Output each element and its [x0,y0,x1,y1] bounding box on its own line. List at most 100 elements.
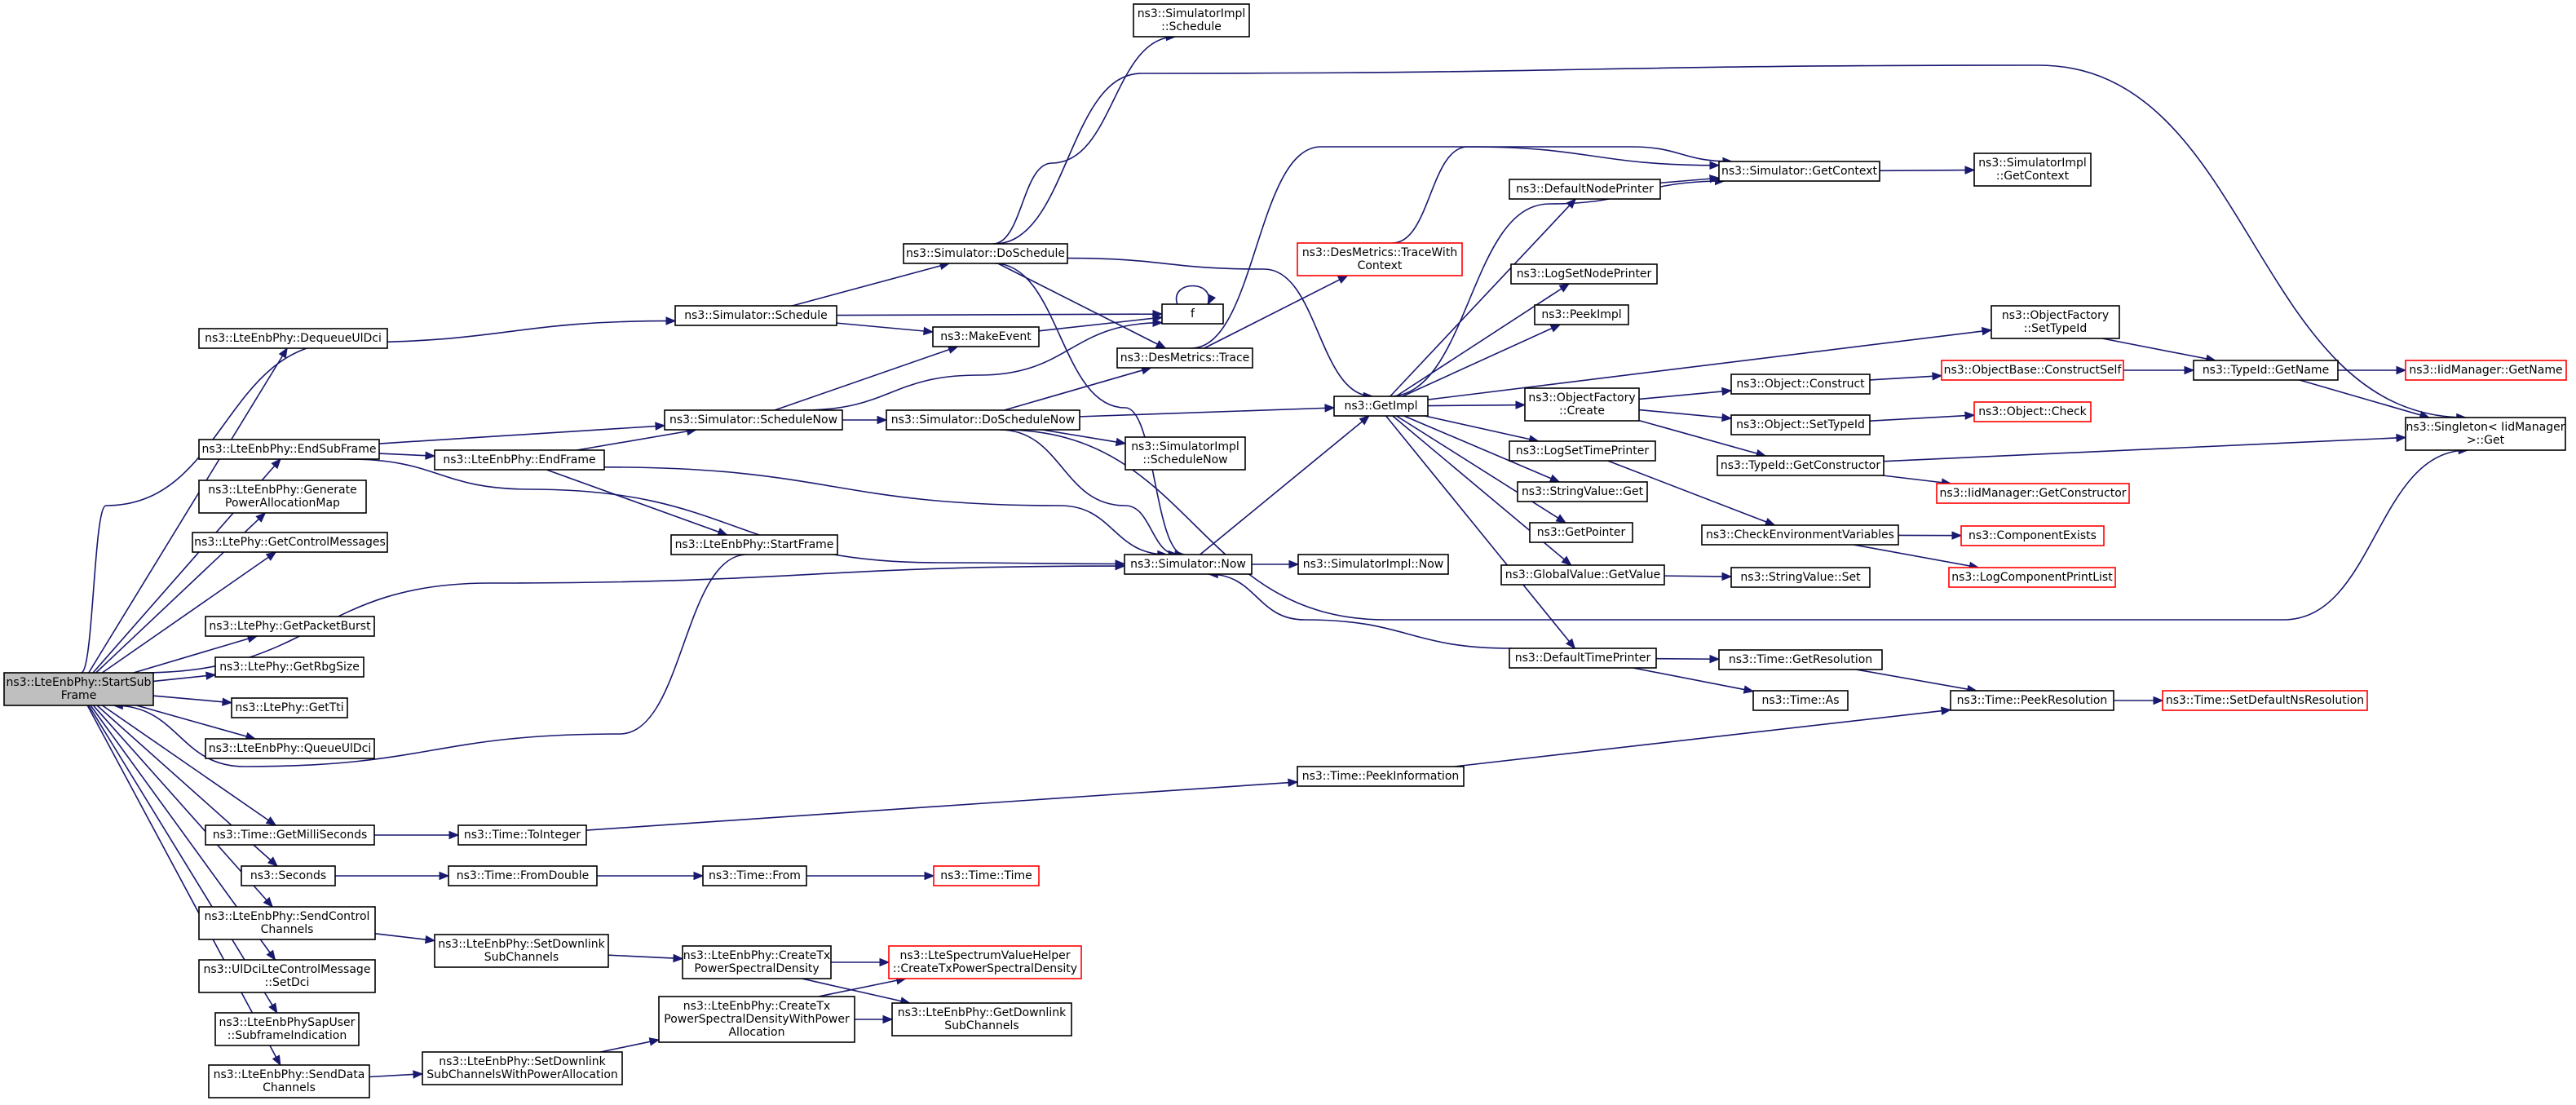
node-peekimpl[interactable]: ns3::PeekImpl [1534,304,1629,325]
node-timetime[interactable]: ns3::Time::Time [933,865,1040,886]
node-dequeue[interactable]: ns3::LteEnbPhy::DequeueUlDci [198,328,388,349]
node-label: ns3::TypeId::GetName [2203,364,2329,377]
node-endframe[interactable]: ns3::LteEnbPhy::EndFrame [434,449,605,471]
node-peekinfo[interactable]: ns3::Time::PeekInformation [1297,766,1465,787]
node-objsettid[interactable]: ns3::Object::SetTypeId [1730,414,1871,435]
node-logsetnode[interactable]: ns3::LogSetNodePrinter [1510,263,1658,285]
node-schedule[interactable]: ns3::Simulator::Schedule [674,305,837,326]
node-gettti[interactable]: ns3::LtePhy::GetTti [231,697,348,718]
node-simimplnow[interactable]: ns3::SimulatorImpl::Now [1297,554,1449,575]
node-constructself[interactable]: ns3::ObjectBase::ConstructSelf [1941,360,2124,381]
node-label: ::SetTypeId [2024,322,2088,335]
node-from[interactable]: ns3::Time::From [702,865,807,886]
node-genpower[interactable]: ns3::LteEnbPhy::GeneratePowerAllocationM… [198,480,367,514]
node-setdci[interactable]: ns3::UlDciLteControlMessage::SetDci [198,959,376,993]
node-getres[interactable]: ns3::Time::GetResolution [1718,649,1883,670]
node-label: >::Get [2467,434,2505,447]
node-getpkt[interactable]: ns3::LtePhy::GetPacketBurst [205,616,375,637]
node-getcontext[interactable]: ns3::Simulator::GetContext [1718,161,1880,182]
edge-toint-to-peekinfo [585,778,1299,831]
node-getpointer[interactable]: ns3::GetPointer [1529,522,1633,543]
node-fromdbl[interactable]: ns3::Time::FromDouble [448,865,598,886]
node-objfsettid[interactable]: ns3::ObjectFactory::SetTypeId [1991,305,2120,339]
edge-line [836,313,1163,316]
node-schednow[interactable]: ns3::Simulator::ScheduleNow [664,409,843,431]
node-desmetrics[interactable]: ns3::DesMetrics::Trace [1116,347,1253,369]
node-box [205,616,375,637]
node-defnode[interactable]: ns3::DefaultNodePrinter [1509,179,1661,200]
node-box [702,865,807,886]
node-iidgetname[interactable]: ns3::IidManager::GetName [2405,360,2567,381]
node-endsub[interactable]: ns3::LteEnbPhy::EndSubFrame [198,439,380,460]
node-getimpl[interactable]: ns3::GetImpl [1333,396,1429,417]
node-objfcreate[interactable]: ns3::ObjectFactory::Create [1524,387,1640,422]
edge-line [1390,198,1576,397]
edge-globalget-to-strvalset [1664,572,1733,581]
edge-sendctrl-to-setdl [374,932,436,944]
edge-f-to-f [1175,285,1217,306]
node-objcheck[interactable]: ns3::Object::Check [1973,401,2092,422]
node-iidgetctor[interactable]: ns3::IidManager::GetConstructor [1936,483,2130,504]
node-seconds[interactable]: ns3::Seconds [241,865,336,886]
edge-arrowhead [263,896,274,908]
node-label: ns3::UlDciLteControlMessage [204,963,371,976]
node-logcompprint[interactable]: ns3::LogComponentPrintList [1948,567,2116,588]
node-strvalget[interactable]: ns3::StringValue::Get [1517,481,1648,502]
node-peekres[interactable]: ns3::Time::PeekResolution [1950,690,2114,711]
node-getctrl[interactable]: ns3::LtePhy::GetControlMessages [192,532,388,553]
node-singleton[interactable]: ns3::Singleton< IidManager>::Get [2405,417,2566,451]
edge-seconds-to-fromdbl [335,871,450,881]
node-deftime[interactable]: ns3::DefaultTimePrinter [1509,648,1657,669]
node-label: ns3::ObjectFactory [2002,309,2109,322]
node-setdlpa[interactable]: ns3::LteEnbPhy::SetDownlinkSubChannelsWi… [422,1051,623,1085]
node-startframe[interactable]: ns3::LteEnbPhy::StartFrame [670,534,838,555]
edge-start-to-senddata [86,705,281,1067]
node-simimplgetctx[interactable]: ns3::SimulatorImpl::GetContext [1973,152,2092,187]
node-box [1509,440,1656,462]
node-createtxpsdpa[interactable]: ns3::LteEnbPhy::CreateTxPowerSpectralDen… [658,996,855,1043]
node-f[interactable]: f [1161,303,1224,325]
edge-line [774,346,958,411]
edge-start-to-gettti [152,695,233,706]
node-simimplsched[interactable]: ns3::SimulatorImpl::Schedule [1133,3,1250,38]
node-box [2193,360,2339,381]
node-doschednow[interactable]: ns3::Simulator::DoScheduleNow [886,409,1080,431]
edge-from-to-timetime [806,871,935,881]
node-subind[interactable]: ns3::LteEnbPhySapUser::SubframeIndicatio… [214,1012,360,1046]
node-globalget[interactable]: ns3::GlobalValue::GetValue [1500,564,1665,586]
node-simimplschednow[interactable]: ns3::SimulatorImpl::ScheduleNow [1125,436,1246,471]
edge-arrowhead [1359,415,1370,426]
edge-line [1883,436,2406,462]
edge-line [378,425,665,444]
node-dosched[interactable]: ns3::Simulator::DoSchedule [903,243,1068,264]
node-makeevent[interactable]: ns3::MakeEvent [932,326,1040,347]
node-ltespectrum[interactable]: ns3::LteSpectrumValueHelper::CreateTxPow… [888,945,1082,979]
node-tidgetctor[interactable]: ns3::TypeId::GetConstructor [1717,455,1885,476]
node-logsettime[interactable]: ns3::LogSetTimePrinter [1509,440,1656,462]
edge-endsub-to-now [347,458,1126,568]
node-label: ns3::Time::Time [940,869,1032,882]
edge-arrowhead [1709,174,1721,183]
node-getrbg[interactable]: ns3::LtePhy::GetRbgSize [214,656,365,678]
node-toint[interactable]: ns3::Time::ToInteger [457,824,587,846]
node-box [448,865,598,886]
edge-line [1607,460,1775,526]
node-timeas[interactable]: ns3::Time::As [1752,690,1849,711]
node-setdefres[interactable]: ns3::Time::SetDefaultNsResolution [2162,690,2368,711]
node-objconstruct[interactable]: ns3::Object::Construct [1730,373,1871,395]
node-createtxpsd[interactable]: ns3::LteEnbPhy::CreateTxPowerSpectralDen… [682,945,832,979]
edge-line [101,551,276,674]
node-tidgetname[interactable]: ns3::TypeId::GetName [2193,360,2339,381]
node-getms[interactable]: ns3::Time::GetMilliSeconds [205,824,375,846]
node-compexists[interactable]: ns3::ComponentExists [1960,525,2105,546]
node-now[interactable]: ns3::Simulator::Now [1124,554,1253,575]
node-queue[interactable]: ns3::LteEnbPhy::QueueUlDci [205,738,375,759]
node-checkenv[interactable]: ns3::CheckEnvironmentVariables [1701,524,1899,546]
node-strvalset[interactable]: ns3::StringValue::Set [1730,567,1871,588]
